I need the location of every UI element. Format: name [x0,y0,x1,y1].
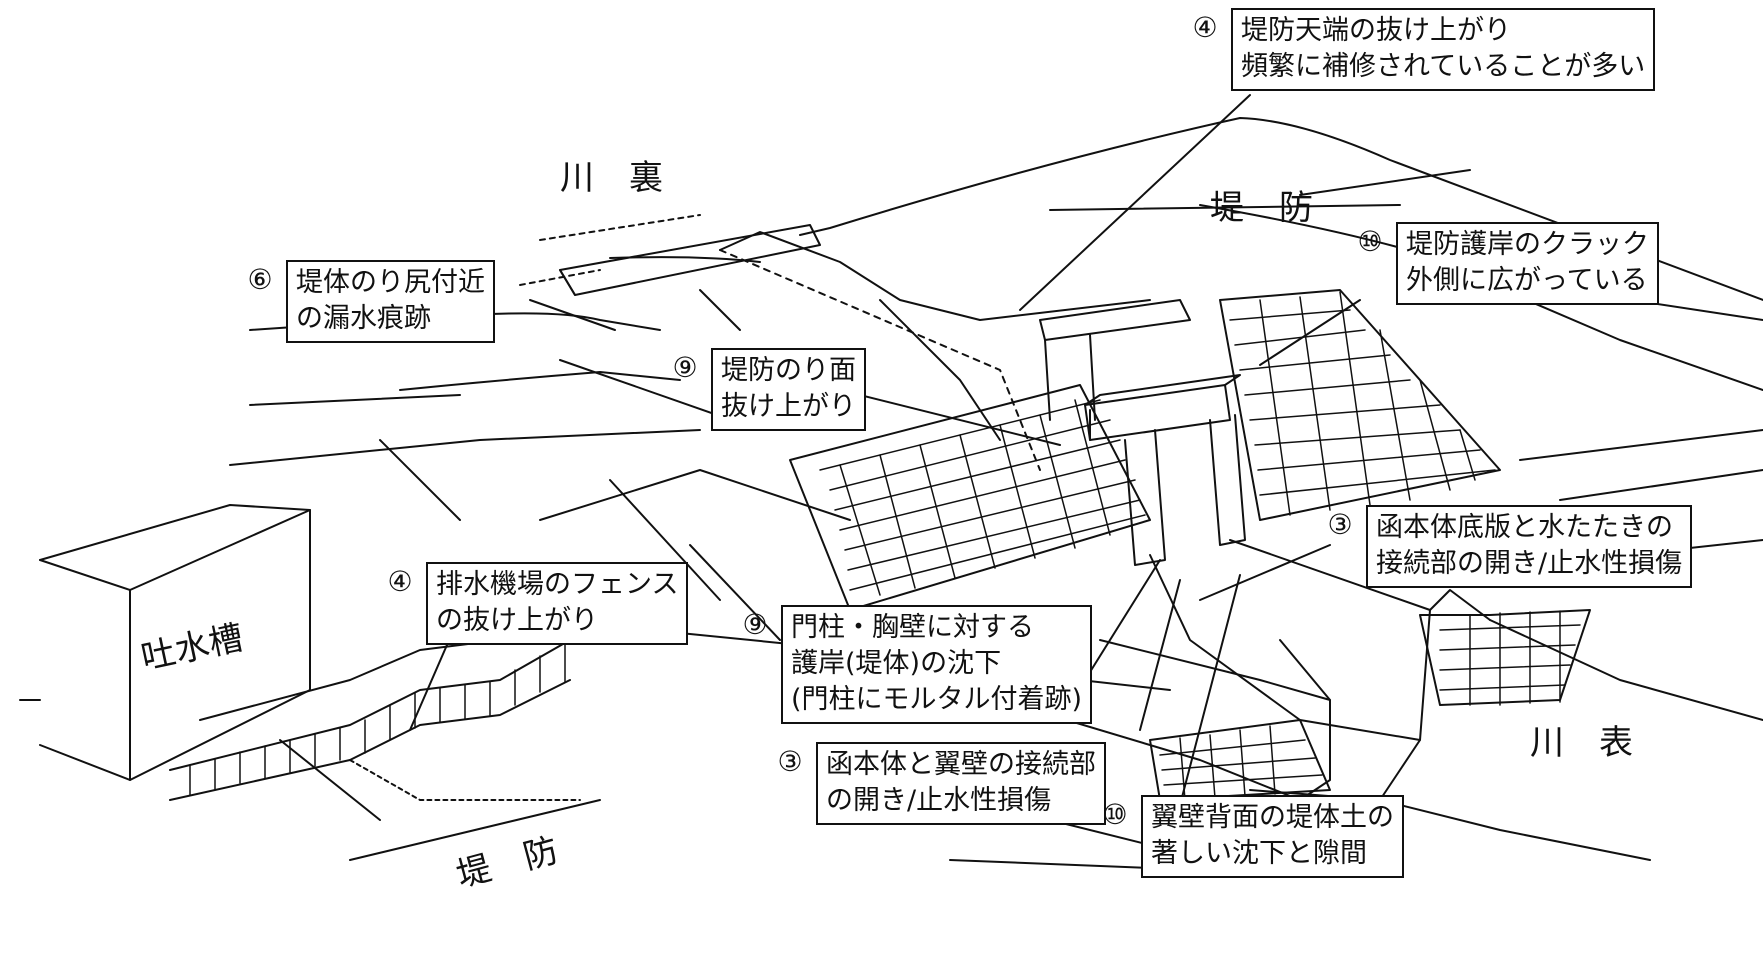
callout-box: 堤防のり面 抜け上がり [711,348,866,431]
callout-crest-uplift: ④ 堤防天端の抜け上がり 頻繁に補修されていることが多い [1185,8,1656,91]
callout-line: (門柱にモルタル付着跡) [791,684,1083,715]
callout-number: ⑩ [1102,798,1128,831]
leader-crack [1259,299,1361,366]
zone-label-teibo-top: 堤 防 [1210,188,1314,228]
callout-box: 函本体底版と水たたきの 接続部の開き/止水性損傷 [1366,505,1693,588]
callout-floor-slab-joint: ③ 函本体底版と水たたきの 接続部の開き/止水性損傷 [1320,505,1693,588]
callout-line: 護岸(堤体)の沈下 [791,648,1002,679]
callout-line: 門柱・胸壁に対する [791,612,1034,643]
callout-line: 外側に広がっている [1406,265,1648,296]
callout-line: 頻繁に補修されていることが多い [1241,51,1646,82]
gate-pillar-right [1209,414,1246,546]
leader-gate [1084,559,1161,681]
callout-box: 函本体と翼壁の接続部 の開き/止水性損傷 [816,742,1106,825]
callout-gate-settlement: ⑨ 門柱・胸壁に対する 護岸(堤体)の沈下 (門柱にモルタル付着跡) [735,605,1093,724]
callout-number: ④ [387,565,413,598]
callout-line: の漏水痕跡 [296,303,431,334]
leader-crest [1019,94,1251,311]
callout-line: 堤防護岸のクラック [1406,229,1649,260]
callout-number: ⑥ [247,263,273,296]
callout-line: 函本体底版と水たたきの [1376,512,1673,543]
zone-label-kawaura: 川 裏 [560,158,664,198]
callout-slope-uplift: ⑨ 堤防のり面 抜け上がり [665,348,866,431]
callout-line: の抜け上がり [436,605,598,636]
callout-leak-trace: ⑥ 堤体のり尻付近 の漏水痕跡 [240,260,495,343]
callout-box: 翼壁背面の堤体土の 著しい沈下と隙間 [1141,795,1404,878]
callout-number: ⑩ [1357,225,1383,258]
callout-line: の開き/止水性損傷 [826,785,1052,816]
gate-beam [1084,384,1231,441]
callout-line: 堤防天端の抜け上がり [1241,15,1511,46]
callout-line: 排水機場のフェンス [436,569,679,600]
callout-number: ⑨ [672,351,698,384]
callout-line: 著しい沈下と隙間 [1151,838,1367,869]
callout-box: 堤防護岸のクラック 外側に広がっている [1396,222,1659,305]
callout-backfill-settlement: ⑩ 翼壁背面の堤体土の 著しい沈下と隙間 [1095,795,1404,878]
leader-leak [529,299,616,331]
callout-box: 堤防天端の抜け上がり 頻繁に補修されていることが多い [1231,8,1656,91]
callout-line: 接続部の開き/止水性損傷 [1376,548,1683,579]
callout-number: ③ [1327,508,1353,541]
callout-number: ⑨ [742,608,768,641]
callout-revetment-crack: ⑩ 堤防護岸のクラック 外側に広がっている [1350,222,1659,305]
zone-label-kawaomote: 川 表 [1530,723,1634,763]
callout-line: 抜け上がり [721,391,856,422]
gate-pillar-left [1124,429,1166,566]
callout-number: ③ [777,745,803,778]
discharge-tank-outline [39,504,311,781]
callout-fence-uplift: ④ 排水機場のフェンス の抜け上がり [380,562,689,645]
leader-floor [1199,544,1331,601]
levee-crest-line [799,117,1763,301]
callout-line: 堤体のり尻付近 [296,267,485,298]
callout-box: 排水機場のフェンス の抜け上がり [426,562,689,645]
callout-box: 堤体のり尻付近 の漏水痕跡 [286,260,495,343]
leader-wing [1139,579,1181,731]
callout-line: 翼壁背面の堤体土の [1151,802,1394,833]
callout-box: 門柱・胸壁に対する 護岸(堤体)の沈下 (門柱にモルタル付着跡) [781,605,1093,724]
callout-line: 堤防のり面 [721,355,856,386]
callout-line: 函本体と翼壁の接続部 [826,749,1096,780]
callout-wing-wall-joint: ③ 函本体と翼壁の接続部 の開き/止水性損傷 [770,742,1106,825]
callout-number: ④ [1192,11,1218,44]
leader-settle [1179,574,1241,806]
